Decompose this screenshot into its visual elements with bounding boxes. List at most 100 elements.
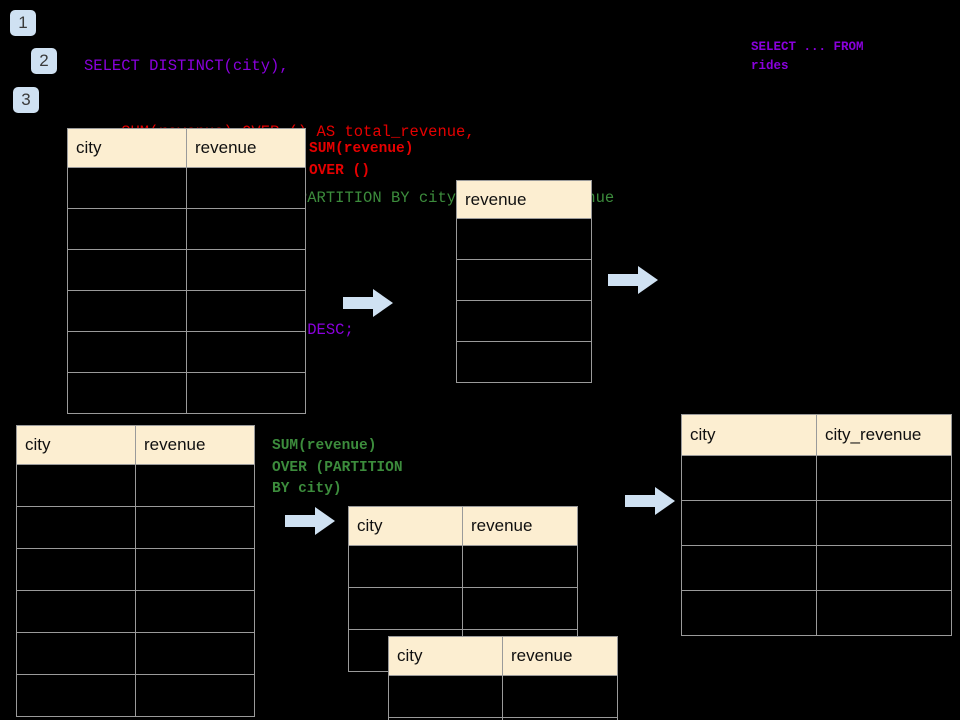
cell: [67, 167, 187, 209]
sql-line-select: SELECT DISTINCT(city),: [84, 57, 289, 75]
table-row: [681, 545, 952, 591]
cell: [816, 500, 952, 546]
column-header-revenue: revenue: [462, 506, 578, 546]
cell: [186, 331, 306, 373]
cell: [16, 506, 136, 549]
rides-source-table-partitioned: city revenue: [16, 425, 255, 717]
table-row: [16, 590, 255, 633]
cell: [186, 208, 306, 250]
cell: [135, 674, 255, 717]
cell: [456, 218, 592, 260]
cell: [502, 675, 618, 718]
cell: [16, 548, 136, 591]
column-header-revenue: revenue: [502, 636, 618, 676]
annotation-sum-over-partition: SUM(revenue) OVER (PARTITION BY city): [272, 438, 403, 497]
cell: [681, 545, 817, 591]
table-row: [388, 675, 618, 718]
column-header-city: city: [16, 425, 136, 465]
cell: [135, 632, 255, 675]
rides-source-table: city revenue: [67, 128, 306, 414]
cell: [67, 290, 187, 332]
cell: [816, 545, 952, 591]
table-header-row: revenue: [456, 180, 592, 219]
table-row: [67, 290, 306, 332]
table-row: [681, 500, 952, 546]
column-header-city-revenue: city_revenue: [816, 414, 952, 456]
annotation-sum-over-empty: SUM(revenue) OVER (): [309, 141, 414, 179]
cell: [186, 290, 306, 332]
cell: [348, 545, 463, 588]
cell: [186, 372, 306, 414]
cell: [16, 464, 136, 507]
cell: [67, 372, 187, 414]
table-row: [67, 167, 306, 209]
arrow-top-left: [343, 289, 393, 317]
table-row: [16, 632, 255, 675]
column-header-revenue: revenue: [456, 180, 592, 219]
arrow-top-right: [608, 266, 658, 294]
cell: [462, 587, 578, 630]
table-row: [456, 218, 592, 260]
column-header-city: city: [67, 128, 187, 168]
column-header-revenue: revenue: [135, 425, 255, 465]
cell: [456, 341, 592, 383]
table-row: [67, 331, 306, 373]
table-row: [67, 372, 306, 414]
table-header-row: city city_revenue: [681, 414, 952, 456]
table-header-row: city revenue: [388, 636, 618, 676]
table-header-row: city revenue: [16, 425, 255, 465]
table-row: [16, 464, 255, 507]
cell: [816, 590, 952, 636]
table-header-row: city revenue: [67, 128, 306, 168]
table-row: [348, 587, 578, 630]
cell: [462, 545, 578, 588]
step-badge-1: 1: [10, 10, 36, 36]
cell: [456, 259, 592, 301]
cell: [456, 300, 592, 342]
arrow-bottom-left: [285, 507, 335, 535]
cell: [348, 587, 463, 630]
table-row: [348, 545, 578, 588]
cell: [16, 674, 136, 717]
cell: [388, 675, 503, 718]
table-row: [16, 548, 255, 591]
cell: [135, 548, 255, 591]
column-header-city: city: [681, 414, 817, 456]
table-row: [456, 300, 592, 342]
column-header-city: city: [348, 506, 463, 546]
total-revenue-table: revenue: [456, 180, 592, 383]
partition-group-table-b: city revenue: [388, 636, 618, 720]
table-row: [16, 674, 255, 717]
cell: [135, 464, 255, 507]
cell: [186, 167, 306, 209]
cell: [816, 455, 952, 501]
column-header-revenue: revenue: [186, 128, 306, 168]
cell: [186, 249, 306, 291]
cell: [67, 208, 187, 250]
table-row: [16, 506, 255, 549]
cell: [135, 506, 255, 549]
table-row: [681, 590, 952, 636]
cell: [681, 500, 817, 546]
table-row: [456, 259, 592, 301]
cell: [681, 590, 817, 636]
cell: [502, 717, 618, 720]
table-row: [67, 208, 306, 250]
table-header-row: city revenue: [348, 506, 578, 546]
table-row: [67, 249, 306, 291]
cell: [16, 632, 136, 675]
cell: [681, 455, 817, 501]
side-note-select-from-rides: SELECT ... FROM rides: [751, 40, 864, 73]
arrow-bottom-right: [625, 487, 675, 515]
cell: [135, 590, 255, 633]
column-header-city: city: [388, 636, 503, 676]
cell: [67, 249, 187, 291]
table-row: [681, 455, 952, 501]
cell: [67, 331, 187, 373]
table-row: [456, 341, 592, 383]
step-badge-3: 3: [13, 87, 39, 113]
cell: [16, 590, 136, 633]
table-row: [388, 717, 618, 720]
result-table: city city_revenue: [681, 414, 952, 636]
